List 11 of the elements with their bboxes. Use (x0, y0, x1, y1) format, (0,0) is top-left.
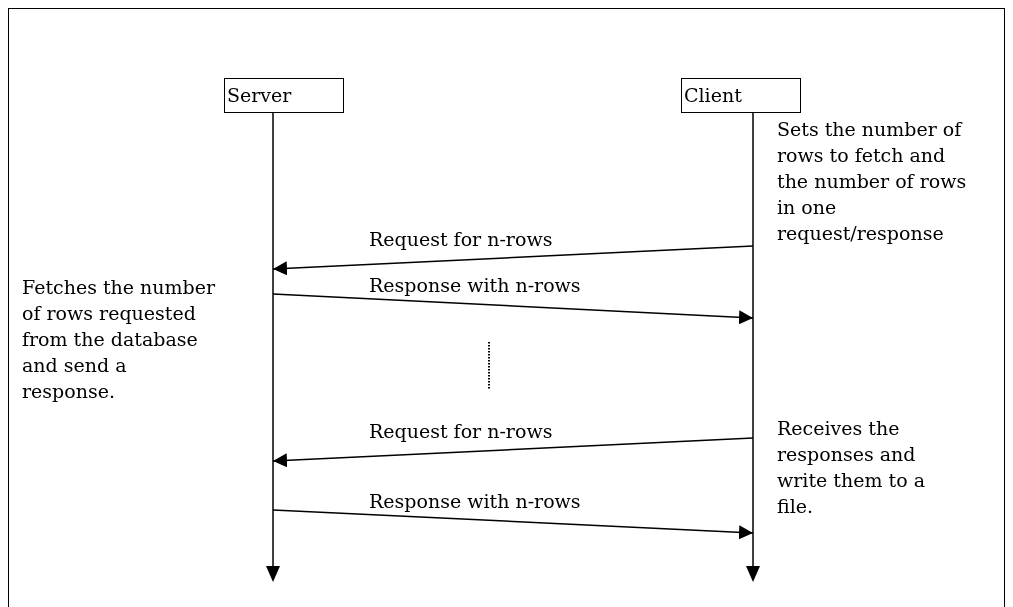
participant-box: Server (224, 78, 344, 113)
lifeline (746, 113, 760, 582)
lifeline (266, 113, 280, 582)
note-text: Fetches the number of rows requested from the database and send a response. (22, 275, 217, 404)
message-arrow (272, 245, 754, 276)
message-arrow (272, 437, 754, 468)
message-arrow (272, 293, 754, 325)
note-text: Receives the responses and write them to a file. (777, 416, 926, 519)
participant-box: Client (681, 78, 801, 113)
note-text: Sets the number of rows to fetch and the number of rows in one request/response (777, 117, 968, 246)
message-arrow (272, 509, 754, 540)
